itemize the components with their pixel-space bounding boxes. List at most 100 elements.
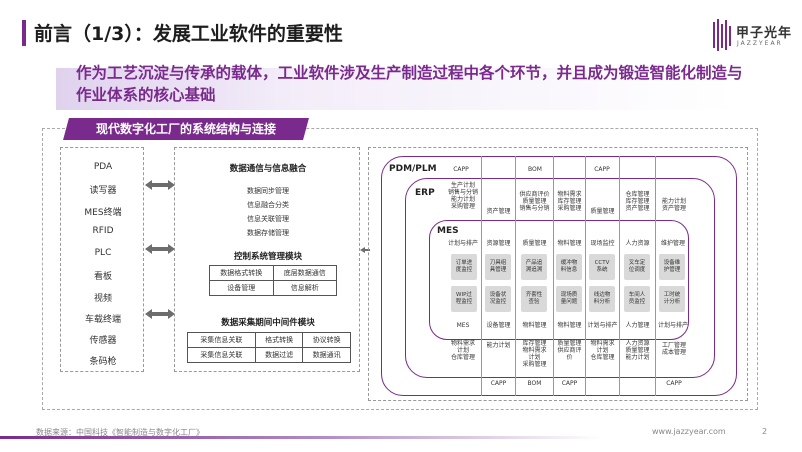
function-card: 缓冲物 料信息 xyxy=(556,254,582,280)
function-card: 工时统 计分析 xyxy=(659,286,685,312)
function-card: 齐套性 查验 xyxy=(521,286,547,312)
table-cell: 采集信息关联 xyxy=(187,347,256,363)
function-card: 车间人 员监控 xyxy=(624,286,650,312)
table-cell: 数据过滤 xyxy=(254,347,304,363)
erp-bottom-cell: 物料需求 计划 仓库管理 xyxy=(590,340,615,361)
mes-top-cell: 维护管理 xyxy=(660,240,685,247)
mes-top-cell: 计划与排产 xyxy=(447,240,478,247)
section-title-control: 控制系统管理模块 xyxy=(233,252,302,262)
column-divider xyxy=(481,156,482,396)
double-arrow-icon xyxy=(145,180,175,190)
logo-name: 甲子光年 xyxy=(736,26,793,41)
footer-source: 数据来源：中国科技《智能制造与数字化工厂》 xyxy=(36,428,204,437)
column-divider xyxy=(619,156,620,396)
erp-top-cell: 生产计划 销售与分销 能力计划 采购管理 xyxy=(447,182,478,210)
table-cell: 信息解析 xyxy=(272,280,337,296)
erp-bottom-cell: 人力资源 质量管理 能力计划 xyxy=(625,340,650,361)
mes-bottom-cell: 计划与排产 xyxy=(657,322,688,329)
footer-accent-line xyxy=(0,436,802,439)
device-item: 传感器 xyxy=(89,336,117,346)
mes-bottom-cell: 物料管理 xyxy=(522,322,547,329)
column-divider xyxy=(585,156,586,396)
device-list-box: PDA 读写器 MES终端 RFID PLC 看板 视频 车载终端 传感器 条码… xyxy=(60,147,144,372)
title-accent-bar xyxy=(22,20,26,46)
device-item: PLC xyxy=(94,248,112,258)
pdm-plm-label: PDM/PLM xyxy=(389,164,437,174)
erp-top-cell: 资产管理 xyxy=(486,208,511,215)
logo-subtext: JAZZYEAR xyxy=(737,40,783,47)
mes-bottom-cell: 设备管理 xyxy=(486,322,511,329)
mes-top-cell: 资源管理 xyxy=(486,240,511,247)
device-item: 条码枪 xyxy=(89,357,117,367)
page-number: 2 xyxy=(762,427,768,436)
erp-top-cell: 质量管理 xyxy=(590,208,615,215)
pdm-plm-ring xyxy=(381,156,737,396)
system-architecture-diagram: PDM/PLM ERP MES CAPP BOM CAPP 生产计划 销售与分销… xyxy=(368,147,748,401)
pdm-bottom-cell: CAPP xyxy=(561,380,578,387)
double-arrow-icon xyxy=(145,309,175,319)
logo-mark-icon xyxy=(713,19,731,51)
pdm-top-cell: BOM xyxy=(528,166,542,173)
erp-bottom-cell: 工厂管理 成本管理 xyxy=(661,342,686,356)
mes-bottom-cell: MES xyxy=(456,322,470,329)
device-item: 读写器 xyxy=(89,186,117,196)
data-item: 信息关联管理 xyxy=(247,215,289,223)
mes-bottom-cell: 计划与排产 xyxy=(587,322,618,329)
mes-label: MES xyxy=(437,226,459,236)
column-divider xyxy=(515,156,516,396)
mes-bottom-cell: 人力管理 xyxy=(625,322,650,329)
table-cell: 设备管理 xyxy=(209,280,274,296)
erp-top-cell: 供应商评价 质量管理 销售与分销 xyxy=(519,191,550,212)
erp-bottom-cell: 物料需求 计划 仓库管理 xyxy=(450,340,475,361)
diagram-frame xyxy=(42,128,758,410)
data-item: 数据存储管理 xyxy=(247,229,289,237)
column-divider xyxy=(655,156,656,396)
function-card: 产品追 溯追溯 xyxy=(521,254,547,280)
pdm-bottom-cell: CAPP xyxy=(490,380,507,387)
brand-logo: 甲子光年 JAZZYEAR xyxy=(712,18,793,54)
section-title-middleware: 数据采集期间中间件模块 xyxy=(221,318,315,328)
diagram-title: 现代数字化工厂的系统结构与连接 xyxy=(95,122,276,136)
erp-top-cell: 仓库管理 库存管理 资产管理 xyxy=(625,191,650,212)
mes-bottom-cell: 物料管理 xyxy=(557,322,582,329)
table-cell: 协议转换 xyxy=(302,332,351,348)
device-item: 视频 xyxy=(93,294,112,304)
erp-bottom-cell: 质量管理 供应商评 价 xyxy=(557,340,582,361)
mes-top-cell: 人力资源 xyxy=(625,240,650,247)
erp-bottom-cell: 库存管理 物料需求 计划 采购管理 xyxy=(522,340,547,368)
pdm-top-cell: CAPP xyxy=(594,166,610,173)
erp-bottom-cell: 能力计划 xyxy=(486,342,511,349)
mes-top-cell: 质量管理 xyxy=(522,240,547,247)
pdm-bottom-cell: CAPP xyxy=(666,380,682,387)
double-arrow-icon xyxy=(145,244,175,254)
table-cell: 底层数据通信 xyxy=(272,265,337,281)
control-module-table: 数据格式转换 底层数据通信 设备管理 信息解析 xyxy=(209,265,337,296)
erp-top-cell: 物料需求 库存管理 采购管理 xyxy=(557,191,582,212)
function-card: WIP过 程监控 xyxy=(451,286,477,312)
function-card: 设备状 况监控 xyxy=(485,286,511,312)
device-item: 看板 xyxy=(93,272,112,282)
mes-top-cell: 现场监控 xyxy=(590,240,615,247)
function-card: 设备维 护管理 xyxy=(659,254,685,280)
column-divider xyxy=(553,156,554,396)
function-card: 订单进 度监控 xyxy=(451,254,477,280)
function-card: CCTV 系统 xyxy=(589,254,615,280)
middleware-table: 采集信息关联 格式转换 协议转换 采集信息关联 数据过滤 数据通讯 xyxy=(187,332,351,363)
data-item: 数据同步管理 xyxy=(247,187,289,195)
subtitle-highlight xyxy=(56,68,736,110)
page-subtitle: 作为工艺沉淀与传承的载体，工业软件涉及生产制造过程中各个环节，并且成为锻造智能化… xyxy=(76,64,743,104)
table-cell: 数据通讯 xyxy=(302,347,351,363)
function-card: 叉车定 位调度 xyxy=(624,254,650,280)
pdm-top-cell: CAPP xyxy=(453,166,469,173)
mes-top-cell: 物料管理 xyxy=(557,240,582,247)
function-card: 线边物 料分析 xyxy=(589,286,615,312)
table-cell: 数据格式转换 xyxy=(209,265,274,281)
device-item: RFID xyxy=(92,226,114,236)
function-card: 刀具组 具管理 xyxy=(485,254,511,280)
erp-top-cell: 能力计划 资产管理 xyxy=(661,198,686,212)
erp-label: ERP xyxy=(415,188,435,198)
table-cell: 格式转换 xyxy=(254,332,304,348)
page-title: 前言（1/3）：发展工业软件的重要性 xyxy=(34,23,343,45)
table-cell: 采集信息关联 xyxy=(187,332,256,348)
connector-arrow-icon xyxy=(360,245,370,255)
